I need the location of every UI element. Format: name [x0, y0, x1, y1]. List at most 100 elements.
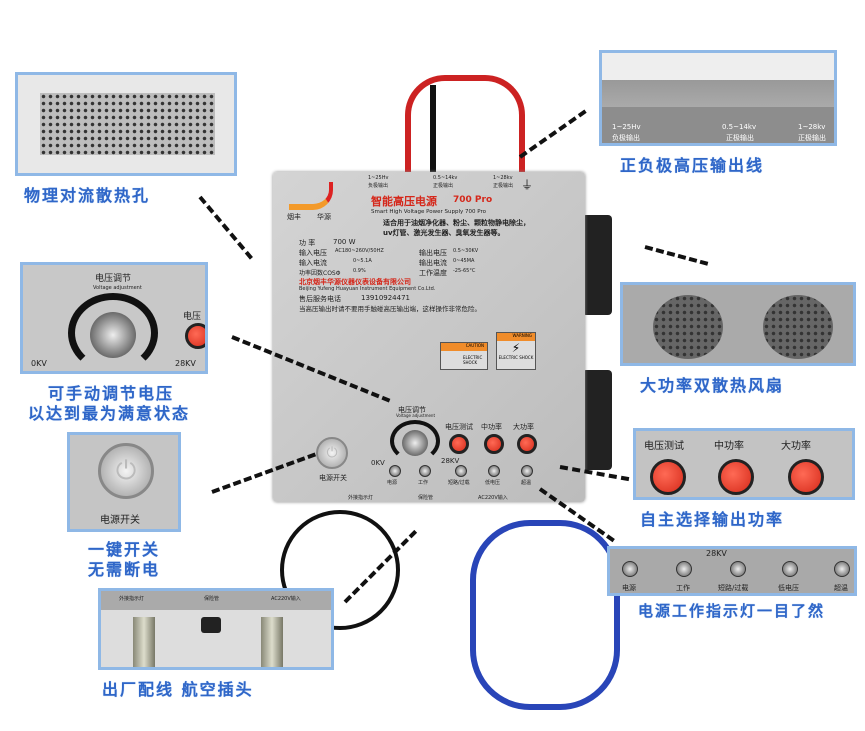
- spec-key: 输出电压: [419, 249, 447, 257]
- inset-led-label: 工作: [676, 584, 690, 592]
- caption-indicators: 电源工作指示灯一目了然: [638, 602, 826, 620]
- led-label: 短路/过载: [448, 480, 470, 486]
- spec-key: 工作温度: [419, 269, 447, 277]
- caption-heat-holes: 物理对流散热孔: [24, 186, 151, 205]
- inset-knob-max: 28KV: [175, 359, 196, 368]
- desc-line-2: uv灯管、激光发生器、臭氧发生器等。: [383, 229, 505, 237]
- product-title: 智能高压电源: [371, 195, 437, 208]
- led-overtemp: [521, 465, 533, 477]
- inset-button-label: 大功率: [781, 441, 811, 452]
- inset-output-label: 正极输出: [798, 134, 826, 142]
- inset-port-label: AC220V输入: [271, 596, 301, 602]
- caption-wiring: 出厂配线 航空插头: [102, 680, 254, 699]
- company-name: 北京烟丰华源仪器仪表设备有限公司: [299, 278, 411, 286]
- warning-label: WARNING ⚡ ELECTRIC SHOCK: [496, 332, 536, 370]
- inset-knob-subtitle: Voltage adjustment: [93, 285, 142, 291]
- led-label: 工作: [418, 480, 429, 486]
- inset-led-label: 低电压: [778, 584, 799, 592]
- inset-knob-max: 28KV: [706, 549, 727, 558]
- led-label: 低电压: [485, 480, 501, 486]
- output-1-label: 负极输出: [368, 183, 389, 189]
- medium-power-button[interactable]: [484, 434, 504, 454]
- arrow-fans: [644, 245, 709, 266]
- desc-line-1: 适合用于油烟净化器、粉尘、颗粒物静电除尘，: [383, 219, 530, 227]
- inset-fans: [620, 282, 856, 366]
- caption-power-2: 无需断电: [88, 560, 161, 579]
- knob-max: 28KV: [441, 457, 460, 465]
- button-label: 大功率: [513, 423, 534, 431]
- power-label: 电源开关: [319, 474, 347, 482]
- arrow-heat-holes: [198, 195, 253, 260]
- brand-left: 烟丰: [287, 213, 301, 221]
- product-model: 700 Pro: [453, 195, 493, 205]
- inset-hv-lines: 1~25Hv 负极输出 0.5~14kv 正极输出 1~28kv 正极输出: [599, 50, 837, 146]
- spec-value: 0~45MA: [453, 258, 475, 264]
- spec-key: 输入电流: [299, 259, 327, 267]
- warning-text: WARNING: [497, 333, 535, 341]
- inset-power-label: 电源开关: [100, 515, 140, 526]
- port-label: 保险管: [418, 495, 434, 501]
- output-1-range: 1~25Hv: [368, 175, 389, 181]
- spec-value: 0.5~30KV: [453, 248, 479, 254]
- output-3-range: 1~28kv: [493, 175, 513, 181]
- power-switch[interactable]: ⏻: [316, 437, 348, 469]
- button-label: 中功率: [481, 423, 502, 431]
- caption-fans: 大功率双散热风扇: [640, 376, 785, 395]
- caption-voltage-2: 以达到最为满意状态: [28, 404, 191, 423]
- inset-led-label: 短路/过载: [718, 584, 749, 592]
- led-label: 电源: [387, 480, 398, 486]
- inset-indicators: 28KV 电源 工作 短路/过载 低电压 超温: [607, 546, 857, 596]
- inset-output-label: 负极输出: [612, 134, 640, 142]
- cables-top: [405, 75, 525, 175]
- led-short: [455, 465, 467, 477]
- button-label: 电压测试: [445, 423, 473, 431]
- inset-button-label: 中功率: [714, 441, 744, 452]
- product-title-en: Smart High Voltage Power Supply 700 Pro: [371, 209, 486, 215]
- voltage-test-button[interactable]: [449, 434, 469, 454]
- voltage-knob[interactable]: [390, 420, 440, 462]
- spec-key: 功率因数COSΦ: [299, 270, 341, 277]
- knob-title: 电压调节: [398, 406, 426, 414]
- brand-right: 华源: [317, 213, 331, 221]
- led-power: [389, 465, 401, 477]
- high-voltage-icon: ⚡: [511, 341, 521, 355]
- power-icon: ⏻: [326, 445, 338, 461]
- caution-sub: ELECTRIC SHOCK: [463, 355, 483, 365]
- spec-key: 输出电流: [419, 259, 447, 267]
- caption-hv-lines: 正负极高压输出线: [620, 156, 765, 175]
- ground-icon: ⏚: [521, 178, 534, 192]
- caution-text: CAUTION: [441, 343, 487, 351]
- output-2-range: 0.5~14kv: [433, 175, 458, 181]
- inset-power-switch: ⏻ 电源开关: [67, 432, 181, 532]
- black-cable: [280, 510, 400, 630]
- spec-value: 0.9%: [353, 268, 366, 274]
- spec-value: -25-65°C: [453, 268, 476, 274]
- inset-buttons: 电压测试 中功率 大功率: [633, 428, 855, 500]
- caption-power-1: 一键开关: [88, 540, 161, 559]
- service-phone: 13910924471: [361, 294, 410, 302]
- inset-port-label: 外接指示灯: [119, 596, 145, 602]
- inset-knob-min: 0KV: [31, 359, 47, 368]
- inset-led-label: 超温: [834, 584, 848, 592]
- caption-select-power: 自主选择输出功率: [640, 510, 785, 529]
- inset-led-label: 电源: [622, 584, 636, 592]
- caption-voltage-1: 可手动调节电压: [48, 384, 175, 403]
- inset-voltage-knob: 电压调节 Voltage adjustment 0KV 28KV 电压: [20, 262, 208, 374]
- fan-bottom: [582, 370, 612, 470]
- high-power-button[interactable]: [517, 434, 537, 454]
- spec-key: 输入电压: [299, 249, 327, 257]
- output-2-label: 正极输出: [433, 183, 454, 189]
- fan-top: [582, 215, 612, 315]
- output-3-label: 正极输出: [493, 183, 514, 189]
- knob-min: 0KV: [371, 459, 385, 467]
- company-name-en: Beijing Yufeng Huayuan Instrument Equipm…: [299, 286, 436, 292]
- cable-black: [430, 85, 436, 175]
- inset-voltage-label: 电压: [183, 312, 202, 322]
- spec-key: 功 率: [299, 239, 316, 247]
- port-label: AC220V输入: [478, 495, 508, 501]
- power-icon: ⏻: [115, 456, 137, 486]
- inset-knob-title: 电压调节: [95, 274, 132, 284]
- inset-output-range: 0.5~14kv: [722, 123, 757, 131]
- led-low-voltage: [488, 465, 500, 477]
- spec-value: 700 W: [333, 238, 356, 246]
